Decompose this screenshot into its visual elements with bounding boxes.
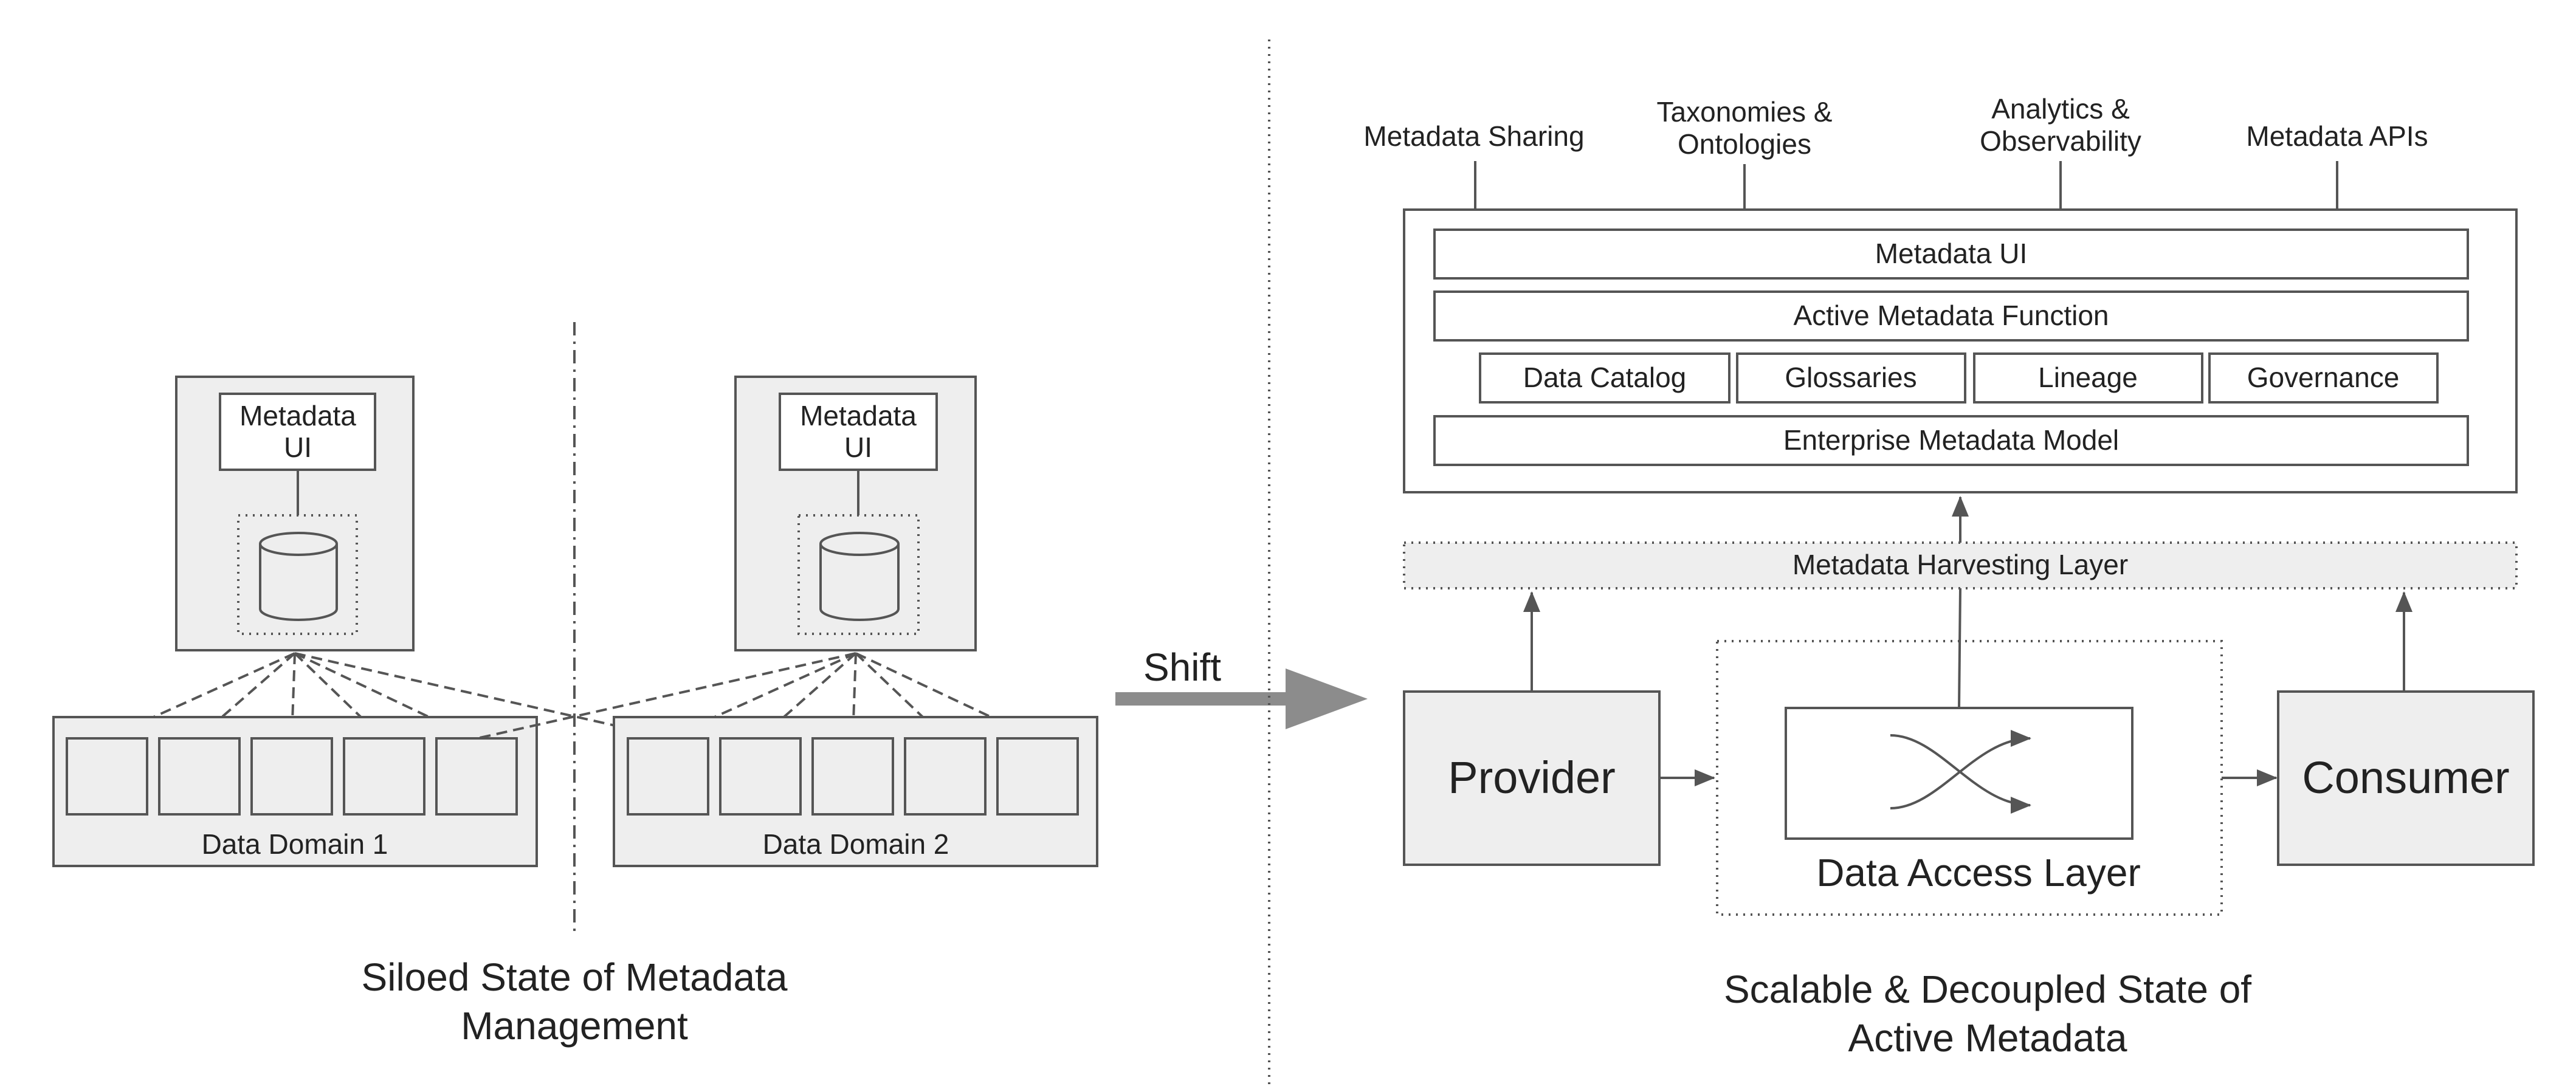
top-connectors <box>1474 161 2338 210</box>
silo-2-ui-label-line2: UI <box>844 431 872 463</box>
lineage-label: Lineage <box>2038 362 2138 393</box>
label-metadata-apis: Metadata APIs <box>2246 120 2428 152</box>
silo-2: Metadata UI Data Domain 2 <box>477 376 1098 867</box>
domain-2-item <box>904 737 987 816</box>
data-catalog-box <box>1479 352 1731 404</box>
silo-1-ui-label-line2: UI <box>284 431 312 463</box>
silo-1: Metadata UI Data Domain 1 <box>52 376 672 867</box>
shift-label: Shift <box>1143 645 1221 689</box>
consumer-label: Consumer <box>2302 752 2509 803</box>
label-taxonomies-line1: Taxonomies & <box>1657 96 1833 128</box>
access-to-harvest-line <box>1958 588 1961 709</box>
shift-arrow <box>1115 668 1368 729</box>
silo-1-ui-label-line1: Metadata <box>239 400 356 431</box>
data-catalog-label: Data Catalog <box>1523 362 1687 393</box>
metadata-ui-bar <box>1433 228 2469 280</box>
domain-1-item <box>158 737 241 816</box>
enterprise-metadata-model-label: Enterprise Metadata Model <box>1783 424 2119 456</box>
data-domain-2-label: Data Domain 2 <box>763 828 949 860</box>
provider-box <box>1403 690 1661 866</box>
active-metadata-function-bar <box>1433 290 2469 342</box>
label-taxonomies-line2: Ontologies <box>1678 128 1811 160</box>
left-caption-line1: Siloed State of Metadata <box>362 955 788 999</box>
silo-2-database-icon <box>819 532 900 621</box>
data-access-layer-label: Data Access Layer <box>1816 851 2141 895</box>
right-caption-line1: Scalable & Decoupled State of <box>1724 967 2251 1011</box>
domain-2-item <box>719 737 802 816</box>
metadata-ui-label: Metadata UI <box>1875 238 2028 269</box>
provider-label: Provider <box>1448 752 1616 803</box>
data-domain-1-label: Data Domain 1 <box>202 828 388 860</box>
domain-1-item <box>250 737 333 816</box>
silo-1-metadata-ui-box <box>219 393 376 471</box>
consumer-box <box>2277 690 2535 866</box>
governance-box <box>2208 352 2439 404</box>
metadata-harvesting-label: Metadata Harvesting Layer <box>1793 549 2128 580</box>
right-caption-line2: Active Metadata <box>1848 1016 2127 1060</box>
label-analytics-line1: Analytics & <box>1991 93 2130 125</box>
data-domain-2-items <box>627 737 1079 816</box>
crossing-arrows-icon <box>1890 730 2031 814</box>
domain-2-item <box>811 737 894 816</box>
active-metadata-function-label: Active Metadata Function <box>1793 300 2109 331</box>
lineage-box <box>1973 352 2203 404</box>
domain-1-item <box>66 737 148 816</box>
metadata-harvesting-layer <box>1403 541 2518 589</box>
label-analytics-line2: Observability <box>1980 125 2141 157</box>
domain-1-item <box>343 737 425 816</box>
glossaries-label: Glossaries <box>1785 362 1917 393</box>
domain-2-item <box>627 737 709 816</box>
glossaries-box <box>1736 352 1966 404</box>
silo-2-store-boundary <box>797 514 920 635</box>
governance-label: Governance <box>2247 362 2400 393</box>
domain-1-item <box>435 737 518 816</box>
label-metadata-sharing: Metadata Sharing <box>1363 120 1584 152</box>
silo-1-store-boundary <box>237 514 358 635</box>
silo-2-ui-label-line1: Metadata <box>800 400 917 431</box>
data-access-layer-boundary <box>1716 640 2223 916</box>
silo-1-database-icon <box>259 532 338 621</box>
data-domain-1-items <box>66 737 518 816</box>
domain-2-item <box>996 737 1079 816</box>
left-caption-line2: Management <box>461 1004 688 1048</box>
enterprise-metadata-model-bar <box>1433 415 2469 466</box>
